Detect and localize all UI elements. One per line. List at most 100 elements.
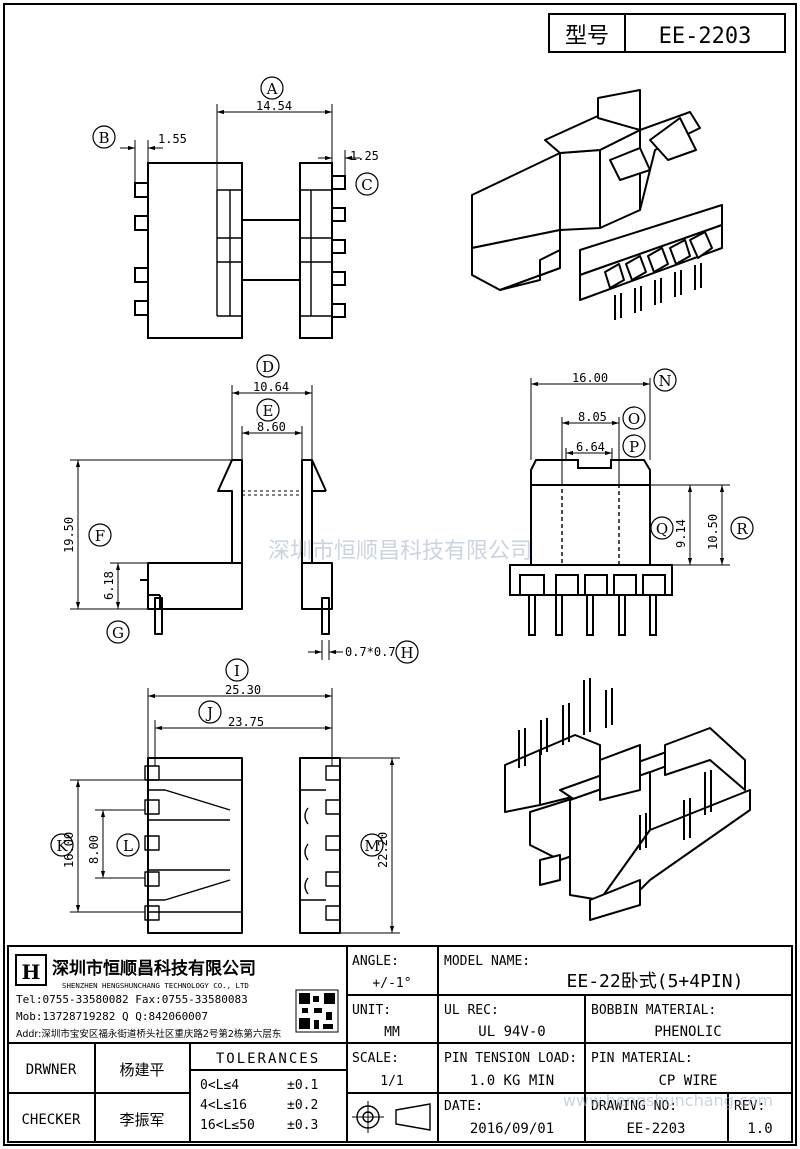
tolerance-range-1: 0<L≤4 [200, 1078, 239, 1093]
rev-label: REV: [734, 1099, 765, 1114]
side-view-dims [530, 378, 730, 566]
svg-text:D: D [262, 358, 274, 376]
svg-text:Q: Q [656, 520, 668, 538]
projection-symbol-icon [352, 1101, 431, 1133]
svg-text:R: R [736, 520, 748, 538]
pin-tension-label: PIN TENSION LOAD: [444, 1051, 577, 1066]
model-name-value: EE-22卧式(5+4PIN) [567, 971, 744, 992]
label-p: P [622, 434, 646, 458]
pin-material-value: CP WIRE [658, 1073, 717, 1089]
tolerances-title: TOLERANCES [216, 1051, 320, 1067]
dim-h-value: 0.7*0.7 [345, 645, 396, 659]
iso-view-top [471, 89, 723, 320]
svg-text:A: A [266, 80, 278, 98]
label-d: D [256, 354, 280, 378]
company-mob-qq: Mob:13728719282 Q Q:842060007 [16, 1010, 208, 1023]
svg-text:K: K [56, 837, 68, 855]
svg-text:E: E [263, 402, 274, 420]
label-h: H [395, 640, 419, 664]
dim-n-value: 16.00 [572, 371, 608, 385]
svg-text:C: C [361, 176, 372, 194]
checker-label: CHECKER [21, 1112, 81, 1128]
sheet-border [3, 3, 797, 1146]
dim-f-value: 19.50 [62, 517, 76, 553]
label-o: O [622, 406, 646, 430]
type-label: 型号 [565, 24, 609, 49]
header-box: 型号 EE-2203 [548, 13, 786, 53]
top-view [134, 162, 346, 339]
bobbin-material-value: PHENOLIC [654, 1024, 721, 1040]
model-code: EE-2203 [659, 24, 752, 49]
dim-r-value: 10.50 [706, 514, 720, 550]
dim-q-value: 9.14 [674, 519, 688, 548]
ul-rec-value: UL 94V-0 [478, 1024, 545, 1040]
model-name-label: MODEL NAME: [444, 954, 530, 969]
pin-tension-value: 1.0 KG MIN [470, 1073, 554, 1089]
svg-text:H: H [22, 960, 41, 984]
tolerance-value-2: ±0.2 [287, 1098, 318, 1113]
tolerance-value-1: ±0.1 [287, 1078, 318, 1093]
title-block-grid [7, 945, 793, 1143]
bottom-view-dims [70, 688, 400, 934]
company-logo: H [15, 954, 47, 986]
drawer-label: DRWNER [26, 1062, 77, 1078]
label-j: J [198, 700, 222, 724]
label-k: K [50, 833, 74, 857]
drawer-name: 杨建平 [119, 1061, 164, 1079]
label-c: C [355, 172, 379, 196]
label-q: Q [650, 516, 674, 540]
svg-text:F: F [95, 527, 105, 545]
label-g: G [106, 620, 130, 644]
dim-g-value: 6.18 [102, 571, 116, 600]
qr-code-icon [295, 989, 339, 1033]
label-f: F [88, 523, 112, 547]
svg-text:O: O [628, 410, 640, 428]
rev-value: 1.0 [747, 1121, 772, 1137]
company-name-cn: 深圳市恒顺昌科技有限公司 [52, 958, 256, 979]
label-a: A [260, 76, 284, 100]
dim-m-value: 22.20 [376, 832, 390, 868]
label-i: I [225, 658, 249, 682]
dim-e-value: 8.60 [257, 420, 286, 434]
dim-p-value: 6.64 [576, 440, 605, 454]
label-n: N [653, 368, 677, 392]
dim-i-value: 25.30 [225, 683, 261, 697]
svg-text:B: B [98, 129, 109, 147]
bobbin-material-label: BOBBIN MATERIAL: [591, 1003, 716, 1018]
tolerance-range-3: 16<L≤50 [200, 1118, 255, 1133]
dim-j-value: 23.75 [228, 715, 264, 729]
angle-label: ANGLE: [352, 954, 399, 969]
svg-text:N: N [658, 372, 671, 390]
watermark-url: www.hengshunchang.com [563, 1091, 773, 1110]
drawing-no-value: EE-2203 [626, 1121, 685, 1137]
label-e: E [256, 398, 280, 422]
top-view-dims [120, 104, 360, 190]
dim-c-value: 1.25 [350, 149, 379, 163]
iso-view-bottom [504, 678, 751, 921]
ul-rec-label: UL REC: [444, 1003, 499, 1018]
angle-value: +/-1° [372, 976, 411, 991]
label-b: B [92, 125, 116, 149]
tolerance-value-3: ±0.3 [287, 1118, 318, 1133]
label-l: L [116, 833, 140, 857]
dim-l-value: 8.00 [87, 835, 101, 864]
drawing-no-label: DRAWING NO: [591, 1099, 677, 1114]
svg-text:L: L [123, 837, 133, 855]
dim-d-value: 10.64 [253, 380, 289, 394]
svg-text:P: P [629, 438, 639, 456]
svg-text:M: M [364, 837, 379, 855]
svg-text:I: I [234, 662, 240, 680]
checker-name: 李振军 [119, 1111, 164, 1129]
side-view [509, 459, 673, 636]
dim-b-value: 1.55 [158, 132, 187, 146]
front-view-dims [70, 385, 343, 660]
company-tel-fax: Tel:0755-33580082 Fax:0755-33580083 [16, 993, 248, 1006]
scale-label: SCALE: [352, 1051, 399, 1066]
dim-o-value: 8.05 [578, 410, 607, 424]
svg-text:H: H [400, 644, 413, 662]
scale-value: 1/1 [380, 1074, 403, 1089]
unit-value: MM [384, 1025, 400, 1040]
date-label: DATE: [444, 1099, 483, 1114]
company-name-en: SHENZHEN HENGSHUNCHANG TECHNOLOGY CO., L… [62, 981, 249, 990]
